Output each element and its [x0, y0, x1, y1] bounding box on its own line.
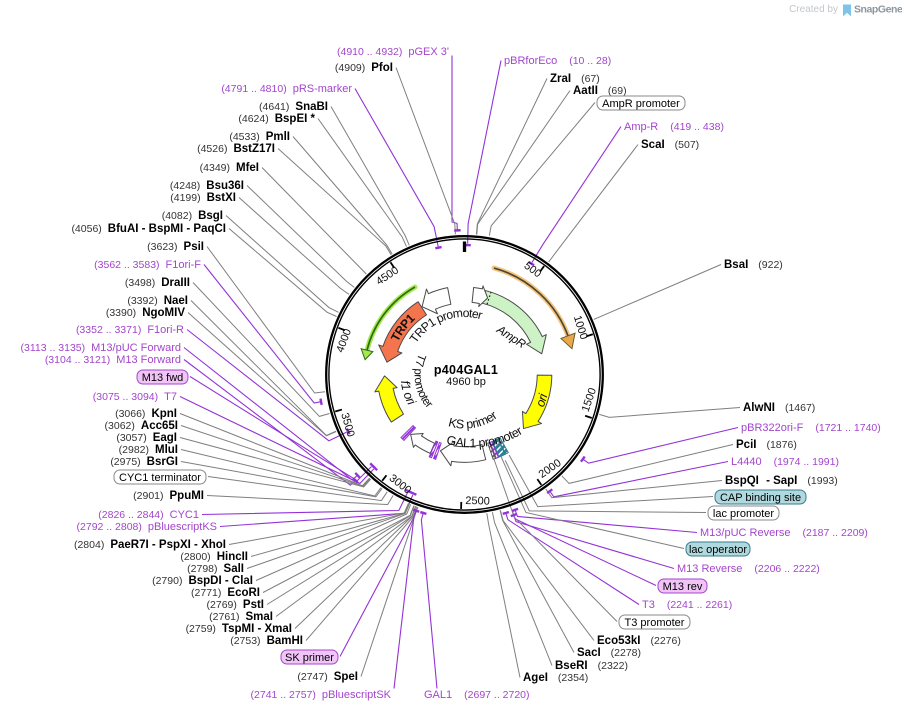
svg-text:(2747)SpeI: (2747)SpeI [297, 671, 358, 683]
svg-text:M13/pUC Reverse(2187 .. 2209): M13/pUC Reverse(2187 .. 2209) [700, 527, 868, 539]
svg-text:CYC1 terminator: CYC1 terminator [119, 472, 201, 484]
svg-text:CAP binding site: CAP binding site [720, 492, 801, 504]
svg-text:(2741 .. 2757)pBluescriptSK: (2741 .. 2757)pBluescriptSK [251, 689, 392, 701]
svg-text:(3352 .. 3371)F1ori-R: (3352 .. 3371)F1ori-R [76, 324, 184, 336]
svg-text:(4624)BspEI *: (4624)BspEI * [238, 113, 315, 125]
svg-text:(4056)BfuAI - BspMI - PaqCI: (4056)BfuAI - BspMI - PaqCI [71, 223, 226, 235]
svg-text:SK primer: SK primer [285, 652, 334, 664]
svg-text:(3062)Acc65I: (3062)Acc65I [105, 420, 178, 432]
svg-text:(4533)PmlI: (4533)PmlI [229, 131, 290, 143]
svg-text:(4910 .. 4932)pGEX 3': (4910 .. 4932)pGEX 3' [337, 46, 449, 58]
svg-text:2500: 2500 [465, 495, 490, 508]
svg-text:lac promoter: lac promoter [713, 508, 774, 520]
svg-text:(3113 .. 3135)M13/pUC Forward: (3113 .. 3135)M13/pUC Forward [21, 342, 181, 354]
svg-text:lac operator: lac operator [689, 544, 747, 556]
svg-text:(2798)SalI: (2798)SalI [187, 563, 244, 575]
svg-text:GAL1(2697 .. 2720): GAL1(2697 .. 2720) [424, 689, 530, 701]
svg-text:(2982)MluI: (2982)MluI [119, 444, 178, 456]
svg-text:(2790)BspDI - ClaI: (2790)BspDI - ClaI [152, 575, 253, 587]
svg-text:(4248)Bsu36I: (4248)Bsu36I [170, 180, 244, 192]
svg-text:L4440(1974 .. 1991): L4440(1974 .. 1991) [731, 456, 839, 468]
svg-text:(2753)BamHI: (2753)BamHI [230, 635, 303, 647]
svg-text:(2804)PaeR7I - PspXI - XhoI: (2804)PaeR7I - PspXI - XhoI [74, 539, 226, 551]
svg-text:(2769)PstI: (2769)PstI [207, 599, 264, 611]
svg-text:AmpR promoter: AmpR promoter [602, 98, 680, 110]
svg-text:(3623)PsiI: (3623)PsiI [147, 241, 204, 253]
svg-text:(4526)BstZ17I: (4526)BstZ17I [197, 143, 275, 155]
svg-text:PciI(1876): PciI(1876) [736, 439, 797, 451]
svg-text:T3 promoter: T3 promoter [625, 617, 685, 629]
svg-text:(3057)EagI: (3057)EagI [116, 432, 177, 444]
svg-text:Amp-R(419 .. 438): Amp-R(419 .. 438) [624, 121, 724, 133]
svg-text:(3075 .. 3094)T7: (3075 .. 3094)T7 [93, 391, 177, 403]
svg-text:SnapGene: SnapGene [854, 4, 902, 16]
svg-text:(3390)NgoMIV: (3390)NgoMIV [106, 307, 185, 319]
svg-text:(4349)MfeI: (4349)MfeI [200, 162, 259, 174]
svg-text:(2901)PpuMI: (2901)PpuMI [133, 490, 204, 502]
svg-text:Eco53kI(2276): Eco53kI(2276) [597, 635, 681, 647]
svg-text:(2826 .. 2844)CYC1: (2826 .. 2844)CYC1 [98, 509, 199, 521]
svg-text:M13 rev: M13 rev [663, 581, 703, 593]
svg-text:(2759)TspMI - XmaI: (2759)TspMI - XmaI [186, 623, 292, 635]
svg-text:BspQI - SapI(1993): BspQI - SapI(1993) [725, 475, 838, 487]
svg-text:(3562 .. 3583)F1ori-F: (3562 .. 3583)F1ori-F [94, 259, 201, 271]
svg-text:M13 fwd: M13 fwd [142, 372, 184, 384]
svg-text:Created by: Created by [789, 4, 838, 15]
svg-text:(4909)PfoI: (4909)PfoI [335, 62, 393, 74]
svg-text:4960 bp: 4960 bp [446, 376, 486, 388]
svg-text:p404GAL1: p404GAL1 [434, 363, 498, 377]
svg-text:(3392)NaeI: (3392)NaeI [127, 295, 188, 307]
